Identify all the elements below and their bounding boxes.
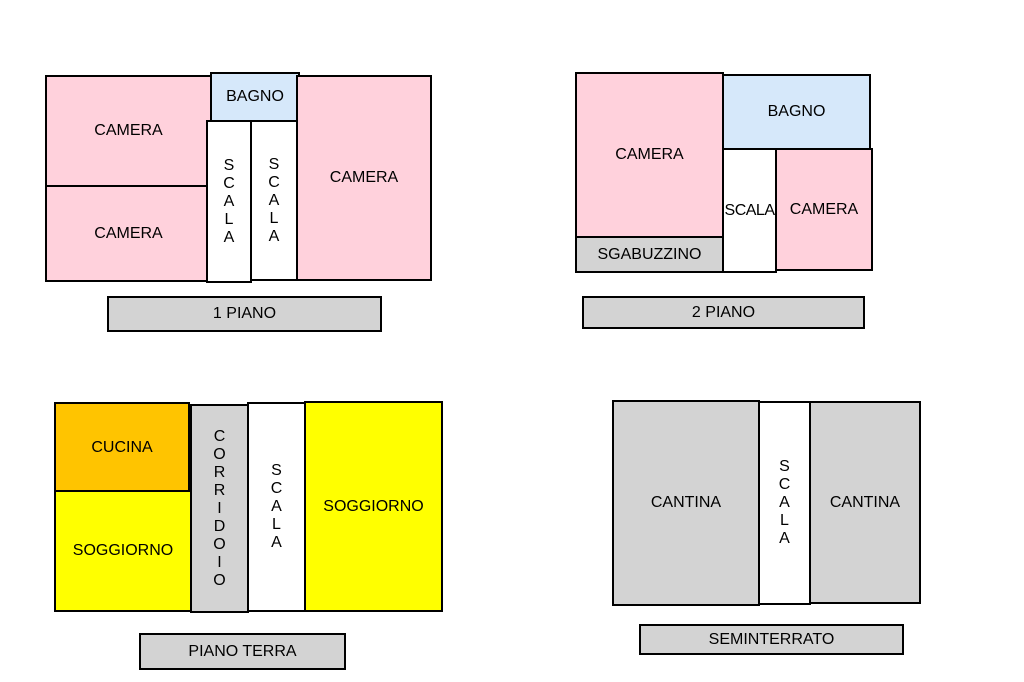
floor-label-2-piano: 2 PIANO bbox=[582, 296, 865, 329]
vertical-letter: R bbox=[213, 481, 226, 499]
room-bagno: BAGNO bbox=[722, 74, 871, 150]
room-bagno: BAGNO bbox=[210, 72, 300, 122]
vertical-letter: S bbox=[223, 156, 235, 174]
floor-label-1-piano: 1 PIANO bbox=[107, 296, 382, 332]
vertical-letter: A bbox=[268, 227, 280, 245]
room-camera-top-left: CAMERA bbox=[45, 75, 212, 187]
vertical-letter: L bbox=[269, 209, 279, 227]
room-camera-bottom-left: CAMERA bbox=[45, 185, 212, 282]
room-soggiorno-right: SOGGIORNO bbox=[304, 401, 443, 612]
vertical-letter: C bbox=[268, 173, 280, 191]
vertical-letter: C bbox=[270, 480, 283, 497]
floor-label-piano-terra: PIANO TERRA bbox=[139, 633, 346, 670]
vertical-letter: O bbox=[213, 535, 226, 553]
vertical-letter: C bbox=[778, 476, 791, 493]
room-cantina-right: CANTINA bbox=[809, 401, 921, 604]
vertical-letter: L bbox=[780, 512, 789, 529]
vertical-letter: I bbox=[217, 499, 222, 517]
room-soggiorno-left: SOGGIORNO bbox=[54, 490, 192, 612]
vertical-letter: C bbox=[223, 174, 235, 192]
room-cucina: CUCINA bbox=[54, 402, 190, 493]
vertical-letter: A bbox=[268, 191, 280, 209]
room-camera-right: CAMERA bbox=[775, 148, 873, 271]
vertical-letter: O bbox=[213, 571, 226, 589]
vertical-letter: S bbox=[268, 155, 280, 173]
vertical-letter: D bbox=[213, 517, 226, 535]
vertical-letter: O bbox=[213, 445, 226, 463]
vertical-letter: R bbox=[213, 463, 226, 481]
vertical-letter: S bbox=[779, 458, 790, 475]
vertical-letter: L bbox=[272, 516, 281, 533]
room-sgabuzzino: SGABUZZINO bbox=[575, 236, 724, 273]
room-camera-right: CAMERA bbox=[296, 75, 432, 281]
vertical-letter: A bbox=[779, 530, 790, 547]
vertical-letter: C bbox=[213, 427, 226, 445]
vertical-letter: A bbox=[271, 534, 282, 551]
vertical-letter: S bbox=[271, 462, 282, 479]
vertical-letter: I bbox=[217, 553, 222, 571]
room-camera-left: CAMERA bbox=[575, 72, 724, 238]
vertical-letter: A bbox=[271, 498, 282, 515]
room-cantina-left: CANTINA bbox=[612, 400, 760, 606]
vertical-letter: A bbox=[223, 228, 235, 246]
vertical-letter: A bbox=[779, 494, 790, 511]
floor-label-seminterrato: SEMINTERRATO bbox=[639, 624, 904, 655]
room-scala: SCALA bbox=[722, 148, 777, 273]
vertical-letter: A bbox=[223, 192, 235, 210]
vertical-letter: L bbox=[224, 210, 234, 228]
